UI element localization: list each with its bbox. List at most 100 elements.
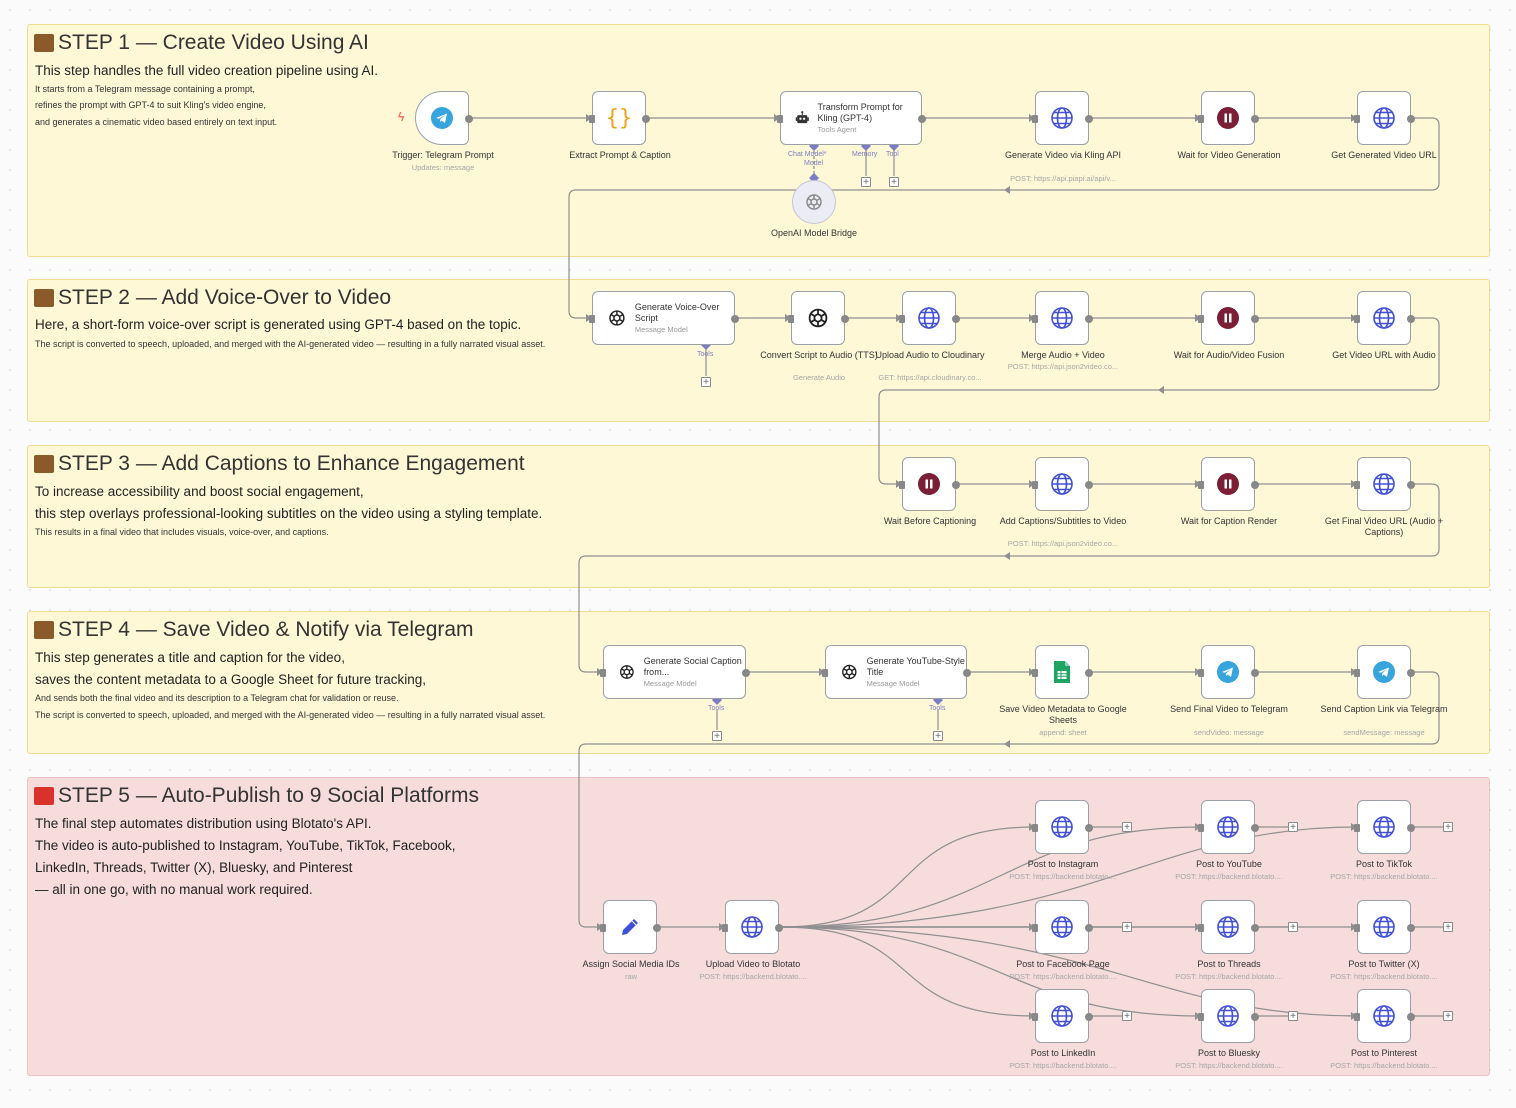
- add-node-button[interactable]: +: [1443, 922, 1453, 933]
- node-subtitle: POST: https://api.json2video.co...: [1007, 362, 1119, 371]
- robot-icon: [795, 111, 809, 124]
- add-memory-button[interactable]: +: [861, 177, 871, 188]
- node-post-pinterest[interactable]: [1354, 989, 1415, 1043]
- step-1-heading: STEP 1 — Create Video Using AI: [34, 31, 369, 55]
- add-node-button[interactable]: +: [1122, 922, 1132, 933]
- add-node-button[interactable]: +: [1122, 1011, 1132, 1022]
- step-1-small-3: and generates a cinematic video based en…: [35, 117, 278, 127]
- node-wait-render[interactable]: [1198, 457, 1259, 511]
- node-label: Send Caption Link via Telegram: [1320, 704, 1448, 714]
- globe-icon: [1051, 107, 1073, 129]
- node-subtitle: Message Model: [643, 678, 697, 688]
- node-merge[interactable]: [1032, 291, 1093, 345]
- node-title: Generate Social Caption from...: [643, 655, 742, 677]
- node-subtitle: POST: https://backend.blotato....: [1330, 872, 1438, 881]
- node-post-youtube[interactable]: [1198, 800, 1259, 854]
- node-upload-audio[interactable]: [899, 291, 960, 345]
- node-title: Generate Voice-Over Script: [634, 301, 720, 323]
- node-post-tiktok[interactable]: [1354, 800, 1415, 854]
- handle-tool: Tool: [886, 151, 899, 158]
- globe-icon: [1051, 916, 1073, 938]
- globe-icon: [1217, 916, 1239, 938]
- node-post-instagram[interactable]: [1032, 800, 1093, 854]
- connection[interactable]: [878, 317, 1440, 485]
- pause-icon: [1217, 307, 1239, 329]
- node-get-audio-url[interactable]: [1354, 291, 1415, 345]
- lightning-icon: ϟ: [398, 110, 405, 124]
- node-subtitle: POST: https://api.json2video.co...: [1007, 539, 1119, 548]
- globe-icon: [1051, 473, 1073, 495]
- telegram-icon: [1373, 661, 1395, 683]
- node-transform[interactable]: Transform Prompt for Kling (GPT-4)Tools …: [777, 91, 926, 145]
- node-label: Assign Social Media IDs: [582, 959, 680, 969]
- node-wait-captioning[interactable]: [899, 457, 960, 511]
- node-add-captions[interactable]: [1032, 457, 1093, 511]
- node-label: Trigger: Telegram Prompt: [392, 150, 494, 160]
- add-tools-button[interactable]: +: [701, 377, 711, 388]
- node-get-generated-url[interactable]: [1354, 91, 1415, 145]
- connection[interactable]: [780, 926, 1202, 1017]
- sticky-step-3[interactable]: STEP 3 — Add Captions to Enhance Engagem…: [27, 445, 1490, 588]
- node-get-final-url[interactable]: [1354, 457, 1415, 511]
- connection[interactable]: [568, 117, 1440, 319]
- node-social-caption[interactable]: Generate Social Caption from...Message M…: [600, 645, 750, 699]
- add-node-button[interactable]: +: [1122, 822, 1132, 833]
- connection[interactable]: [780, 826, 1036, 928]
- handle-tools: Tools: [697, 351, 714, 358]
- add-tool-button[interactable]: +: [889, 177, 899, 188]
- node-label: Generate Video via Kling API: [1005, 150, 1121, 160]
- add-node-button[interactable]: +: [1443, 1011, 1453, 1022]
- node-kling[interactable]: [1032, 91, 1093, 145]
- node-tts[interactable]: [788, 291, 849, 345]
- node-post-twitter[interactable]: [1354, 900, 1415, 954]
- telegram-icon: [1217, 661, 1239, 683]
- node-subtitle: Message Model: [634, 324, 688, 334]
- node-post-facebook[interactable]: [1032, 900, 1093, 954]
- sticky-step-4[interactable]: STEP 4 — Save Video & Notify via Telegra…: [27, 611, 1490, 754]
- connection[interactable]: [780, 926, 1036, 1017]
- add-node-button[interactable]: +: [1443, 822, 1453, 833]
- node-wait-fusion[interactable]: [1198, 291, 1259, 345]
- brown-square-icon: [34, 34, 54, 52]
- node-upload-blotato[interactable]: [722, 900, 783, 954]
- step-1-title: STEP 1 — Create Video Using AI: [58, 31, 369, 54]
- step-2-heading: STEP 2 — Add Voice-Over to Video: [34, 286, 391, 310]
- node-subtitle: Message Model: [866, 678, 920, 688]
- connection[interactable]: [780, 826, 1202, 928]
- node-label: Post to Twitter (X): [1348, 959, 1420, 969]
- node-post-linkedin[interactable]: [1032, 989, 1093, 1043]
- node-label: Wait for Video Generation: [1177, 150, 1281, 160]
- node-save-sheet[interactable]: [1032, 645, 1093, 699]
- connection[interactable]: [578, 483, 1440, 673]
- node-post-threads[interactable]: [1198, 900, 1259, 954]
- node-send-video[interactable]: [1198, 645, 1259, 699]
- node-send-link[interactable]: [1354, 645, 1415, 699]
- step-3-heading: STEP 3 — Add Captions to Enhance Engagem…: [34, 452, 525, 476]
- add-tools-button[interactable]: +: [712, 731, 722, 742]
- connection[interactable]: [780, 826, 1358, 928]
- node-post-bluesky[interactable]: [1198, 989, 1259, 1043]
- braces-icon: {}: [605, 105, 633, 131]
- node-assign-ids[interactable]: [600, 900, 661, 954]
- node-trigger[interactable]: [415, 91, 473, 145]
- step-1-desc-1: This step handles the full video creatio…: [35, 63, 378, 78]
- step-5-desc-3: LinkedIn, Threads, Twitter (X), Bluesky,…: [35, 860, 353, 875]
- add-node-button[interactable]: +: [1288, 922, 1298, 933]
- step-3-desc-1: To increase accessibility and boost soci…: [35, 484, 364, 499]
- node-wait-generation[interactable]: [1198, 91, 1259, 145]
- node-label: Extract Prompt & Caption: [569, 150, 671, 160]
- node-openai-bridge[interactable]: [792, 180, 836, 224]
- add-tools-button[interactable]: +: [933, 731, 943, 742]
- connection[interactable]: [780, 926, 1358, 1017]
- add-node-button[interactable]: +: [1288, 822, 1298, 833]
- node-subtitle: POST: https://api.piapi.ai/api/v...: [1010, 174, 1116, 183]
- step-5-desc-4: — all in one go, with no manual work req…: [35, 882, 313, 897]
- node-extract[interactable]: {}: [589, 91, 650, 145]
- brown-square-icon: [34, 289, 54, 307]
- add-node-button[interactable]: +: [1288, 1011, 1298, 1022]
- globe-icon: [1217, 1005, 1239, 1027]
- step-4-heading: STEP 4 — Save Video & Notify via Telegra…: [34, 618, 474, 642]
